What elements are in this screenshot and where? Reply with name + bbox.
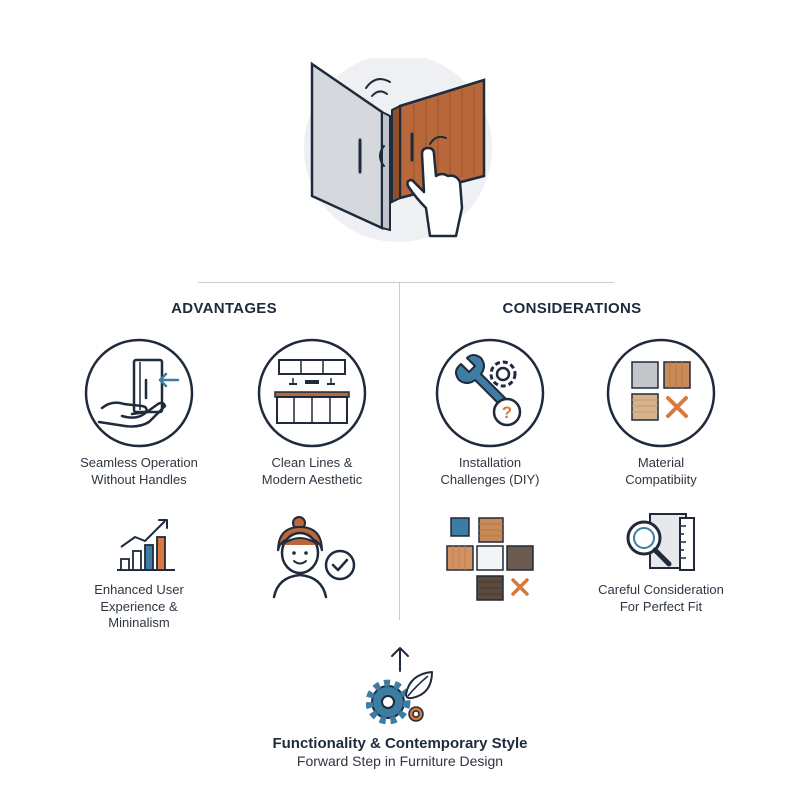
- arrow-up-icon: [389, 645, 411, 673]
- hand-push-door-icon: [84, 338, 194, 448]
- label-line: Challenges (DIY): [440, 471, 540, 487]
- adv-ux-label: Enhanced User Experience & Mininalism: [54, 582, 224, 632]
- adv-clean-lines-label: Clean Lines & Modern Aesthetic: [227, 455, 397, 488]
- footer-title: Functionality & Contemporary Style: [272, 735, 528, 752]
- footer-subtitle: Forward Step in Furniture Design: [296, 753, 504, 769]
- horizontal-divider: [198, 282, 614, 283]
- label-line: Seamless Operation: [80, 455, 198, 470]
- label-line: Without Handles: [91, 471, 187, 487]
- svg-text:?: ?: [502, 403, 512, 422]
- label-line: Careful Consideration: [598, 582, 724, 597]
- label-line: Mininalism: [108, 615, 170, 630]
- label-line: Installation: [458, 455, 522, 470]
- modern-kitchen-icon: [257, 338, 367, 448]
- material-swatches-icon: [606, 338, 716, 448]
- label-line: Experience &: [100, 598, 178, 614]
- happy-user-check-icon: [270, 515, 360, 599]
- label-line: Compatibiity: [625, 471, 697, 487]
- considerations-title: CONSIDERATIONS: [502, 300, 642, 317]
- cons-material-label: Material Compatibiity: [576, 455, 746, 488]
- magnifier-ruler-icon: [622, 510, 698, 574]
- handleless-cabinet-door-icon: [304, 54, 492, 242]
- gears-leaf-icon: [365, 670, 436, 726]
- label-line: Material: [637, 455, 685, 470]
- cons-installation-label: Installation Challenges (DIY): [405, 455, 575, 488]
- material-grid-mismatch-icon: [443, 514, 537, 604]
- cons-fit-label: Careful Consideration For Perfect Fit: [576, 582, 746, 615]
- vertical-divider: [399, 282, 400, 620]
- growth-bar-chart-icon: [113, 515, 177, 573]
- hero-illustration: [280, 54, 520, 243]
- wrench-gear-question-icon: ?: [435, 338, 545, 448]
- label-line: Enhanced User: [94, 582, 184, 597]
- label-line: For Perfect Fit: [619, 598, 703, 614]
- adv-seamless-label: Seamless Operation Without Handles: [54, 455, 224, 488]
- advantages-title: ADVANTAGES: [171, 300, 277, 317]
- label-line: Modern Aesthetic: [261, 471, 363, 487]
- label-line: Clean Lines &: [271, 455, 353, 470]
